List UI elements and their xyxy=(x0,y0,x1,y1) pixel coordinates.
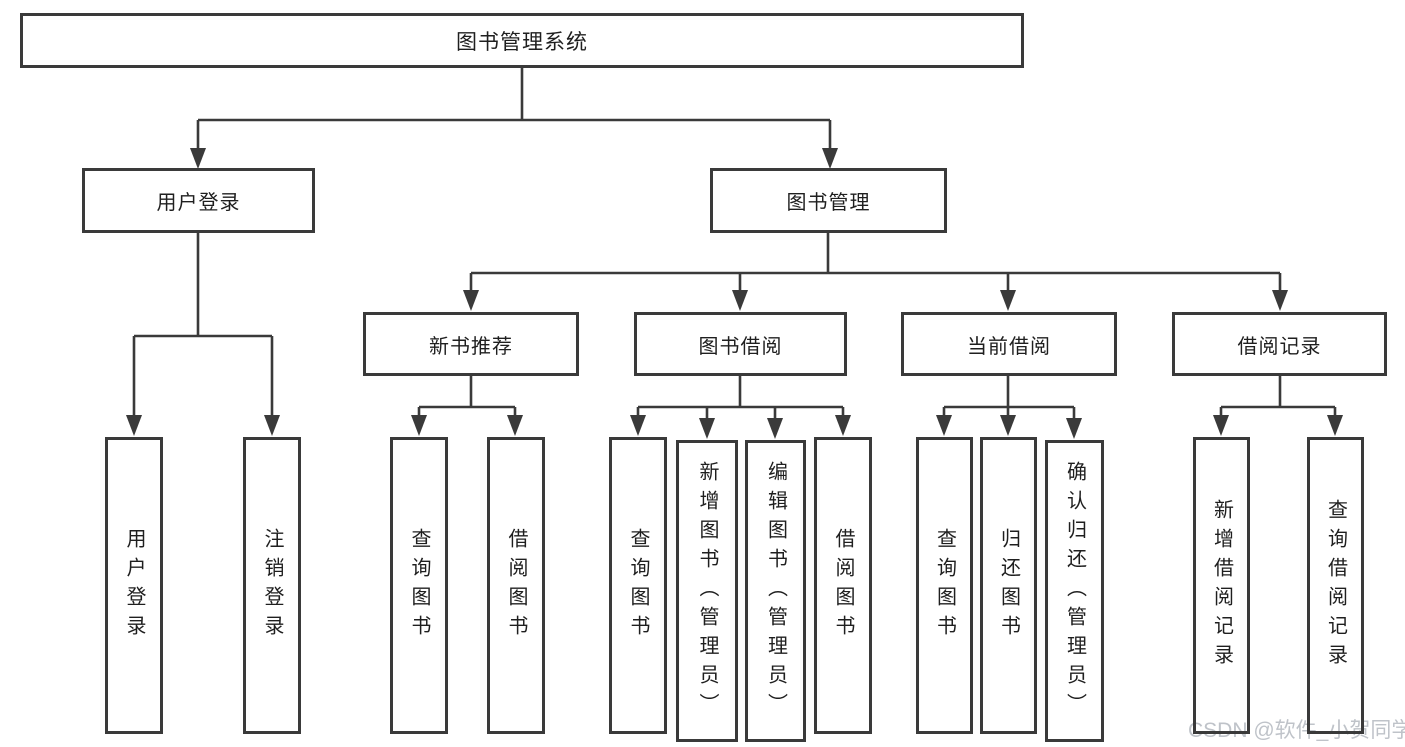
arrow-down-icon xyxy=(630,415,646,436)
node-leaf-borrow-books: 借阅图书 xyxy=(487,437,545,734)
arrow-down-icon xyxy=(835,415,851,436)
node-leaf-add-books-admin: 新增图书（管理员） xyxy=(676,440,738,742)
leaf-label: 借阅图书 xyxy=(832,527,854,644)
node-leaf-query-books: 查询图书 xyxy=(390,437,448,734)
arrow-down-icon xyxy=(507,415,523,436)
arrow-down-icon xyxy=(411,415,427,436)
node-leaf-logout: 注销登录 xyxy=(243,437,301,734)
arrow-down-icon xyxy=(1213,415,1229,436)
arrow-down-icon xyxy=(1066,418,1082,439)
leaf-label: 查询图书 xyxy=(933,527,956,644)
node-book-borrow: 图书借阅 xyxy=(634,312,847,376)
leaf-label: 注销登录 xyxy=(261,527,283,644)
node-new-book-recommend: 新书推荐 xyxy=(363,312,579,376)
arrow-down-icon xyxy=(1000,415,1016,436)
node-leaf-confirm-return-admin: 确认归还（管理员） xyxy=(1045,440,1104,742)
node-user-login: 用户登录 xyxy=(82,168,315,233)
arrow-down-icon xyxy=(732,290,748,311)
arrow-down-icon xyxy=(699,418,715,439)
leaf-label: 借阅图书 xyxy=(505,527,527,644)
arrow-down-icon xyxy=(1272,290,1288,311)
node-root: 图书管理系统 xyxy=(20,13,1024,68)
node-leaf-add-borrow-record: 新增借阅记录 xyxy=(1193,437,1250,734)
arrow-down-icon xyxy=(190,148,206,169)
arrow-down-icon xyxy=(767,418,783,439)
node-leaf-edit-books-admin: 编辑图书（管理员） xyxy=(745,440,806,742)
arrow-down-icon xyxy=(126,415,142,436)
node-leaf-query-books: 查询图书 xyxy=(609,437,667,734)
node-book-mgmt: 图书管理 xyxy=(710,168,947,233)
arrow-down-icon xyxy=(1327,415,1343,436)
leaf-label: 新增图书（管理员） xyxy=(696,460,718,722)
node-current-borrow: 当前借阅 xyxy=(901,312,1117,376)
node-leaf-user-login: 用户登录 xyxy=(105,437,163,734)
leaf-label: 查询借阅记录 xyxy=(1324,498,1347,673)
arrow-down-icon xyxy=(1000,290,1016,311)
arrow-down-icon xyxy=(463,290,479,311)
node-leaf-query-books: 查询图书 xyxy=(916,437,973,734)
arrow-down-icon xyxy=(936,415,952,436)
arrow-down-icon xyxy=(822,148,838,169)
connector-lines xyxy=(132,68,1337,419)
node-leaf-borrow-books: 借阅图书 xyxy=(814,437,872,734)
node-leaf-query-borrow-record: 查询借阅记录 xyxy=(1307,437,1364,734)
leaf-label: 查询图书 xyxy=(627,527,649,644)
leaf-label: 归还图书 xyxy=(997,527,1020,644)
arrowheads xyxy=(126,148,1343,439)
leaf-label: 用户登录 xyxy=(123,527,145,644)
arrow-down-icon xyxy=(264,415,280,436)
leaf-label: 新增借阅记录 xyxy=(1210,498,1233,673)
node-borrow-record: 借阅记录 xyxy=(1172,312,1387,376)
leaf-label: 编辑图书（管理员） xyxy=(764,460,787,722)
watermark: CSDN @软件_小贺同学 xyxy=(1188,719,1405,742)
leaf-label: 确认归还（管理员） xyxy=(1063,460,1086,722)
node-leaf-return-books: 归还图书 xyxy=(980,437,1037,734)
leaf-label: 查询图书 xyxy=(408,527,430,644)
